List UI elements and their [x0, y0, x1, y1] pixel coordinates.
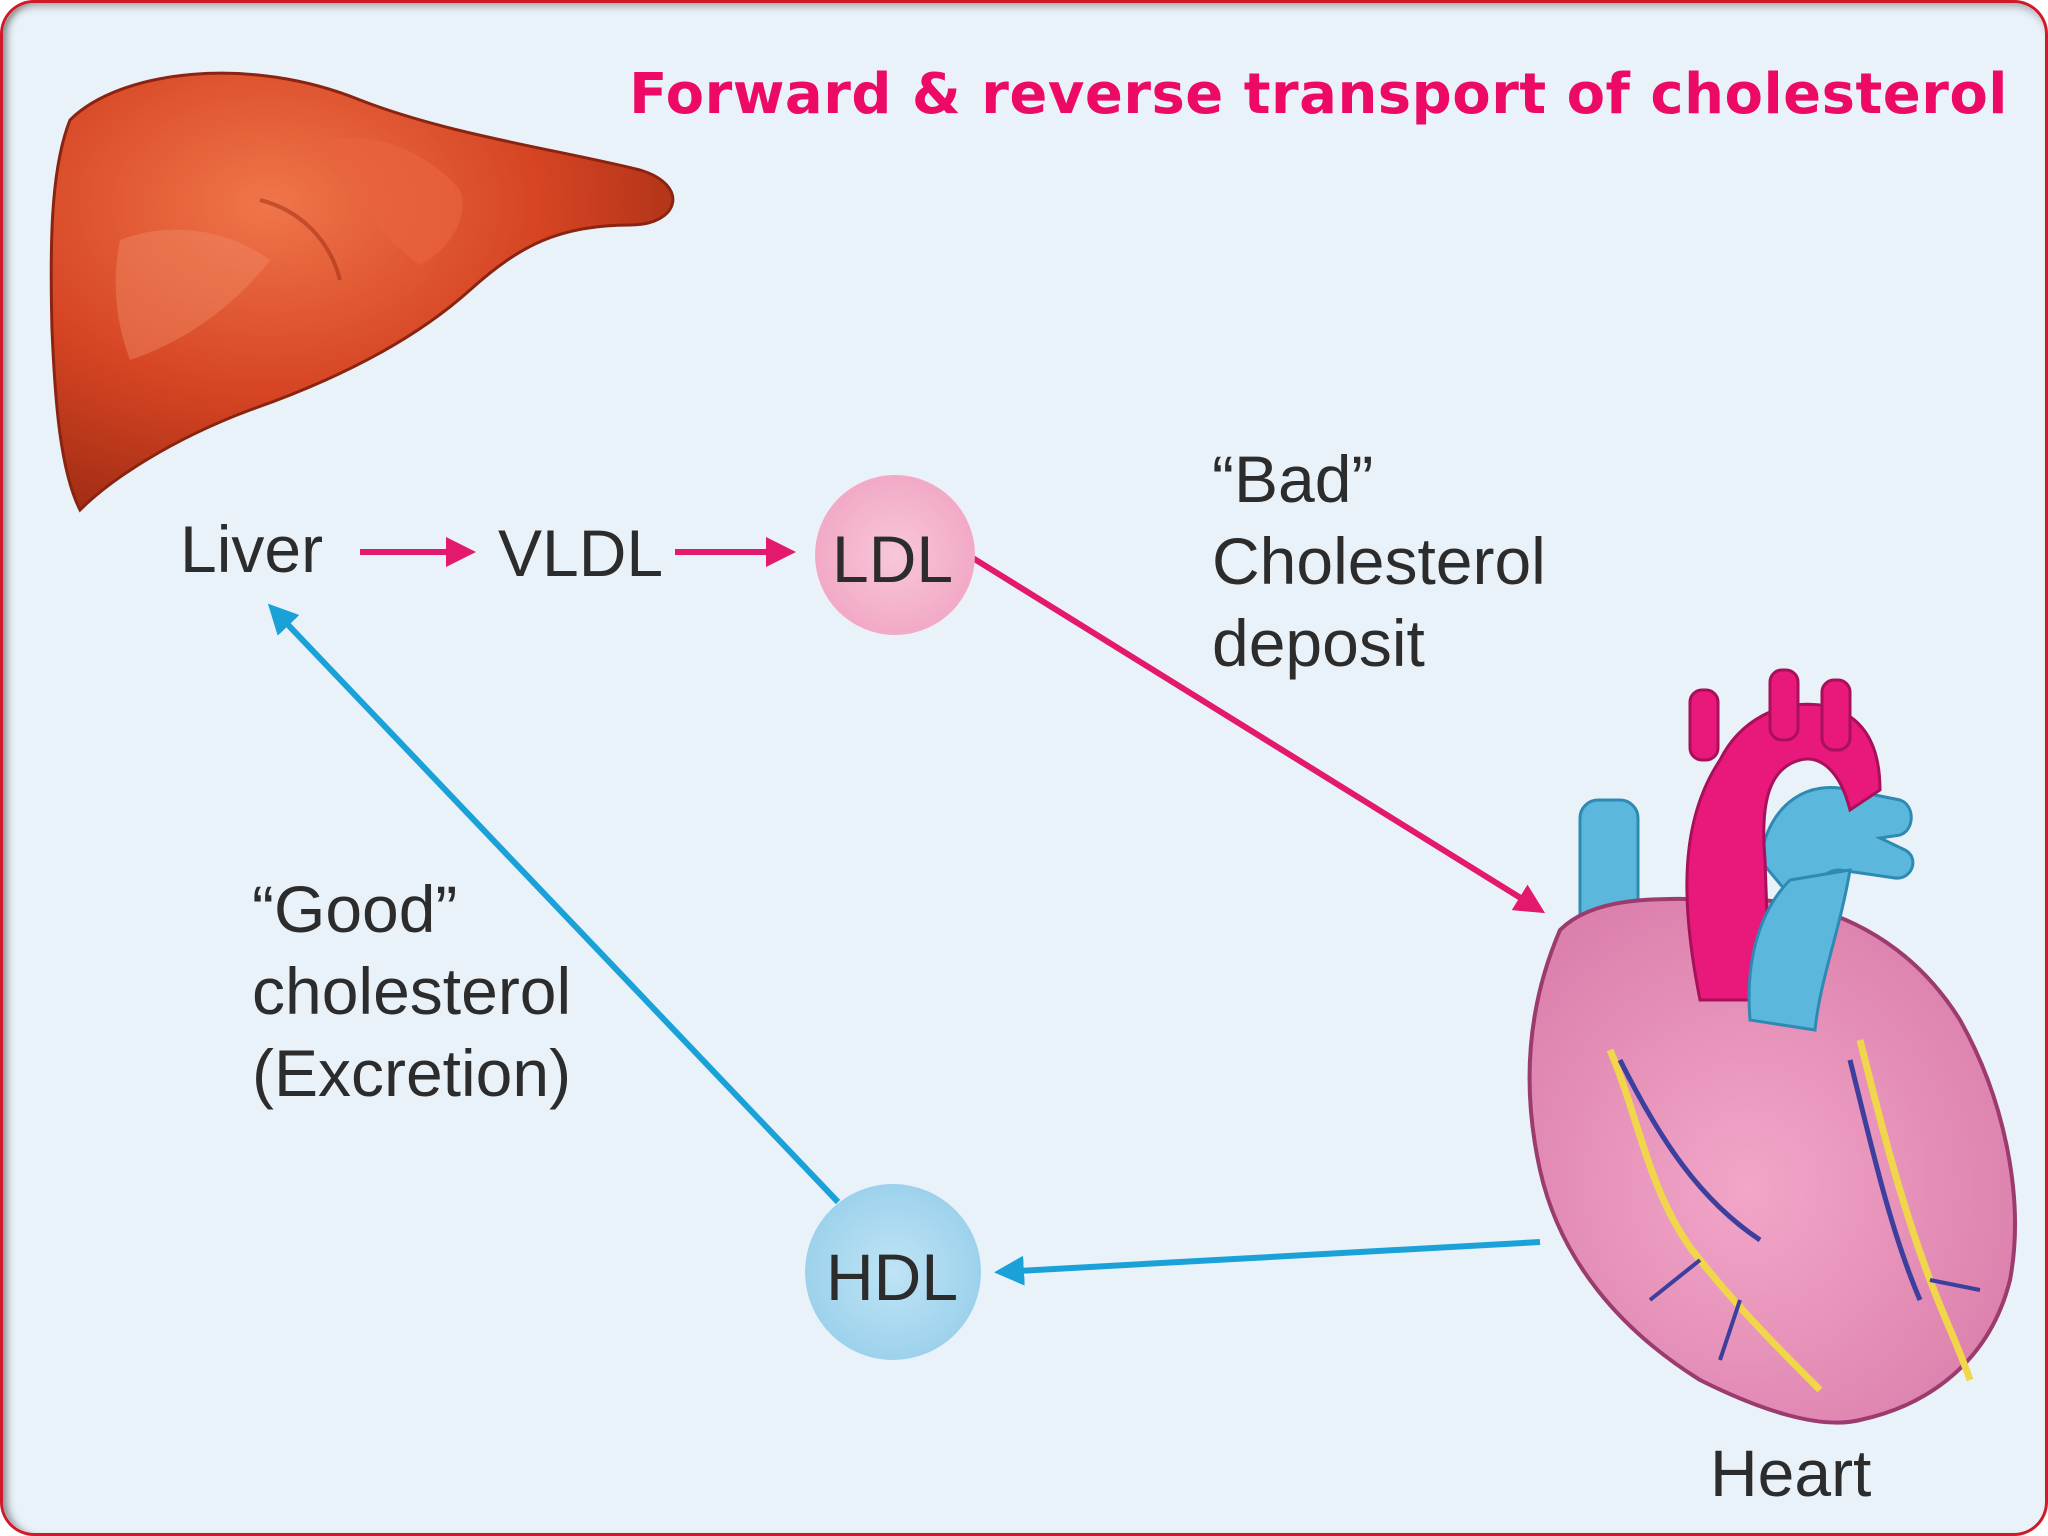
hdl-label: HDL — [826, 1240, 959, 1314]
heart-to-hdl-arrow — [994, 1239, 1541, 1286]
heart-icon — [1527, 668, 2017, 1425]
vldl-label: VLDL — [498, 516, 664, 590]
ldl-to-heart-arrow — [966, 552, 1546, 914]
page-title: Forward & reverse transport of cholester… — [629, 62, 2008, 127]
liver-label: Liver — [180, 512, 324, 586]
ldl-circle — [815, 475, 975, 635]
good-cholesterol-annotation: “Good” cholesterol (Excretion) — [252, 872, 572, 1110]
ldl-label: LDL — [832, 522, 954, 596]
hdl-circle — [805, 1184, 981, 1360]
bad-cholesterol-annotation: “Bad” Cholesterol deposit — [1212, 442, 1546, 680]
hdl-to-liver-arrow — [267, 603, 841, 1205]
liver-icon — [49, 71, 675, 513]
heart-label: Heart — [1710, 1436, 1872, 1510]
